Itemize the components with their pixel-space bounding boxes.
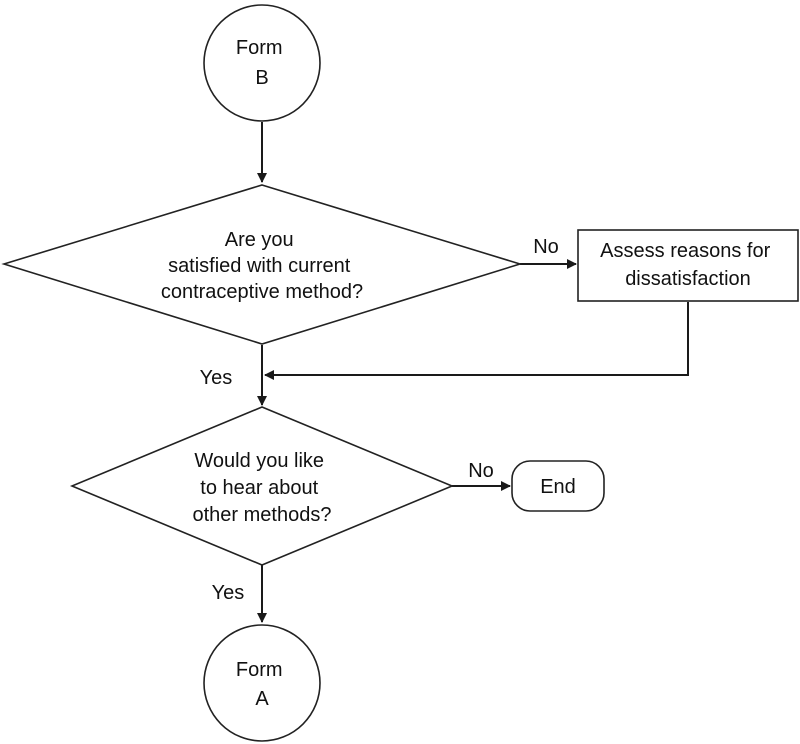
start-node-label: Form B — [236, 37, 288, 89]
decision-satisfied-diamond — [1, 184, 523, 345]
finish-node-circle — [203, 624, 321, 742]
start-node-circle — [203, 4, 321, 122]
edge-assess-return — [264, 302, 689, 380]
finish-node: Form A — [203, 624, 321, 742]
edge-label-q1-yes: Yes — [200, 367, 233, 389]
end-terminator-shape — [511, 460, 605, 512]
decision-hear-line-2: to hear about — [200, 477, 318, 499]
decision-hear-line-1: Would you like — [194, 450, 324, 472]
edge-label-q2-yes: Yes — [212, 582, 245, 604]
start-node: Form B — [203, 4, 321, 122]
decision-satisfied-line-1: Are you — [225, 229, 294, 251]
decision-hear-line-3: other methods? — [193, 504, 332, 526]
process-assess-line-1: Assess reasons for — [600, 240, 770, 262]
edge-label-q1-no: No — [533, 236, 559, 258]
end-terminator-label: End — [540, 476, 576, 498]
edge-label-q2-no: No — [468, 460, 494, 482]
decision-hear-diamond — [69, 406, 455, 566]
finish-node-label: Form A — [236, 659, 288, 710]
finish-node-line-2: A — [255, 688, 269, 710]
decision-hear-label: Would you like to hear about other metho… — [193, 450, 332, 526]
process-assess-label: Assess reasons for dissatisfaction — [600, 240, 776, 290]
decision-satisfied-line-3: contraceptive method? — [161, 281, 363, 303]
decision-satisfied-line-2: satisfied with current — [168, 255, 351, 277]
decision-satisfied-label: Are you satisfied with current contracep… — [161, 229, 363, 303]
finish-node-line-1: Form — [236, 659, 283, 681]
decision-satisfied: Are you satisfied with current contracep… — [1, 184, 523, 345]
process-assess-line-2: dissatisfaction — [625, 268, 751, 290]
process-assess-reasons: Assess reasons for dissatisfaction — [577, 229, 799, 302]
end-terminator: End — [511, 460, 605, 512]
process-assess-box — [577, 229, 799, 302]
start-node-line-2: B — [255, 67, 268, 89]
start-node-line-1: Form — [236, 37, 283, 59]
decision-hear-methods: Would you like to hear about other metho… — [69, 406, 455, 566]
